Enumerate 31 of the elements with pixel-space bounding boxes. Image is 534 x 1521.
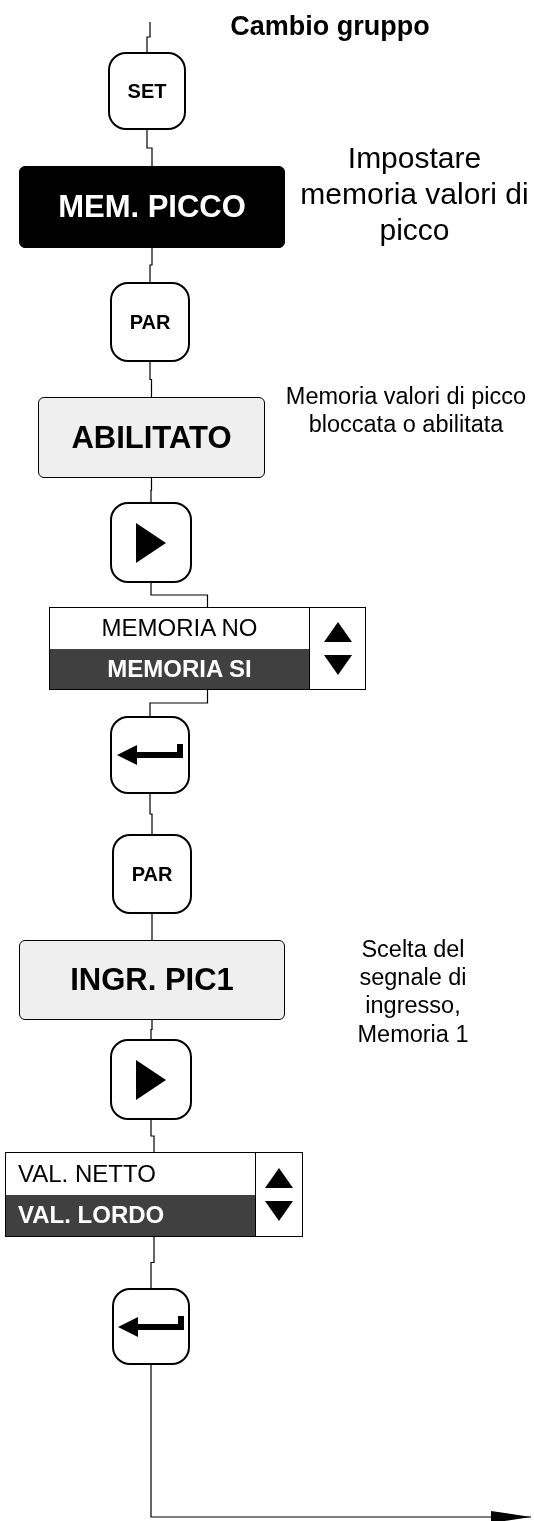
key-box	[110, 716, 190, 794]
connector-line	[150, 477, 153, 503]
selection-list	[49, 607, 366, 690]
connector-line	[150, 1236, 155, 1289]
title: Cambio gruppo	[229, 10, 431, 43]
key-button: SET	[108, 52, 186, 130]
selected-option: VAL. LORDO	[6, 1194, 255, 1236]
connector-line	[150, 1119, 155, 1153]
display-box: MEM. PICCO	[19, 166, 285, 248]
connector-line	[151, 913, 153, 941]
connector-line	[149, 247, 153, 283]
connector-line	[149, 689, 209, 717]
key-box	[110, 502, 192, 583]
connector-line	[146, 21, 151, 53]
connector-line	[149, 793, 153, 835]
key-box	[112, 1288, 190, 1365]
connector-line	[146, 129, 153, 167]
connector-line	[149, 361, 153, 398]
description-text: Memoria valori di picco bloccata o abilitata	[284, 382, 528, 439]
key-button: PAR	[112, 834, 192, 914]
connector-line	[150, 1019, 153, 1040]
key-box	[110, 1039, 192, 1120]
display-box: ABILITATO	[38, 397, 265, 478]
selection-list	[5, 1152, 303, 1237]
description-text: Impostare memoria valori di picco	[299, 140, 530, 248]
connector-line	[150, 582, 209, 608]
display-box: INGR. PIC1	[19, 940, 285, 1020]
selected-option: MEMORIA SI	[50, 648, 309, 689]
arrow	[150, 1364, 532, 1521]
key-button: PAR	[110, 282, 190, 362]
description-text: Scelta del segnale di ingresso, Memoria 1	[356, 935, 470, 1048]
